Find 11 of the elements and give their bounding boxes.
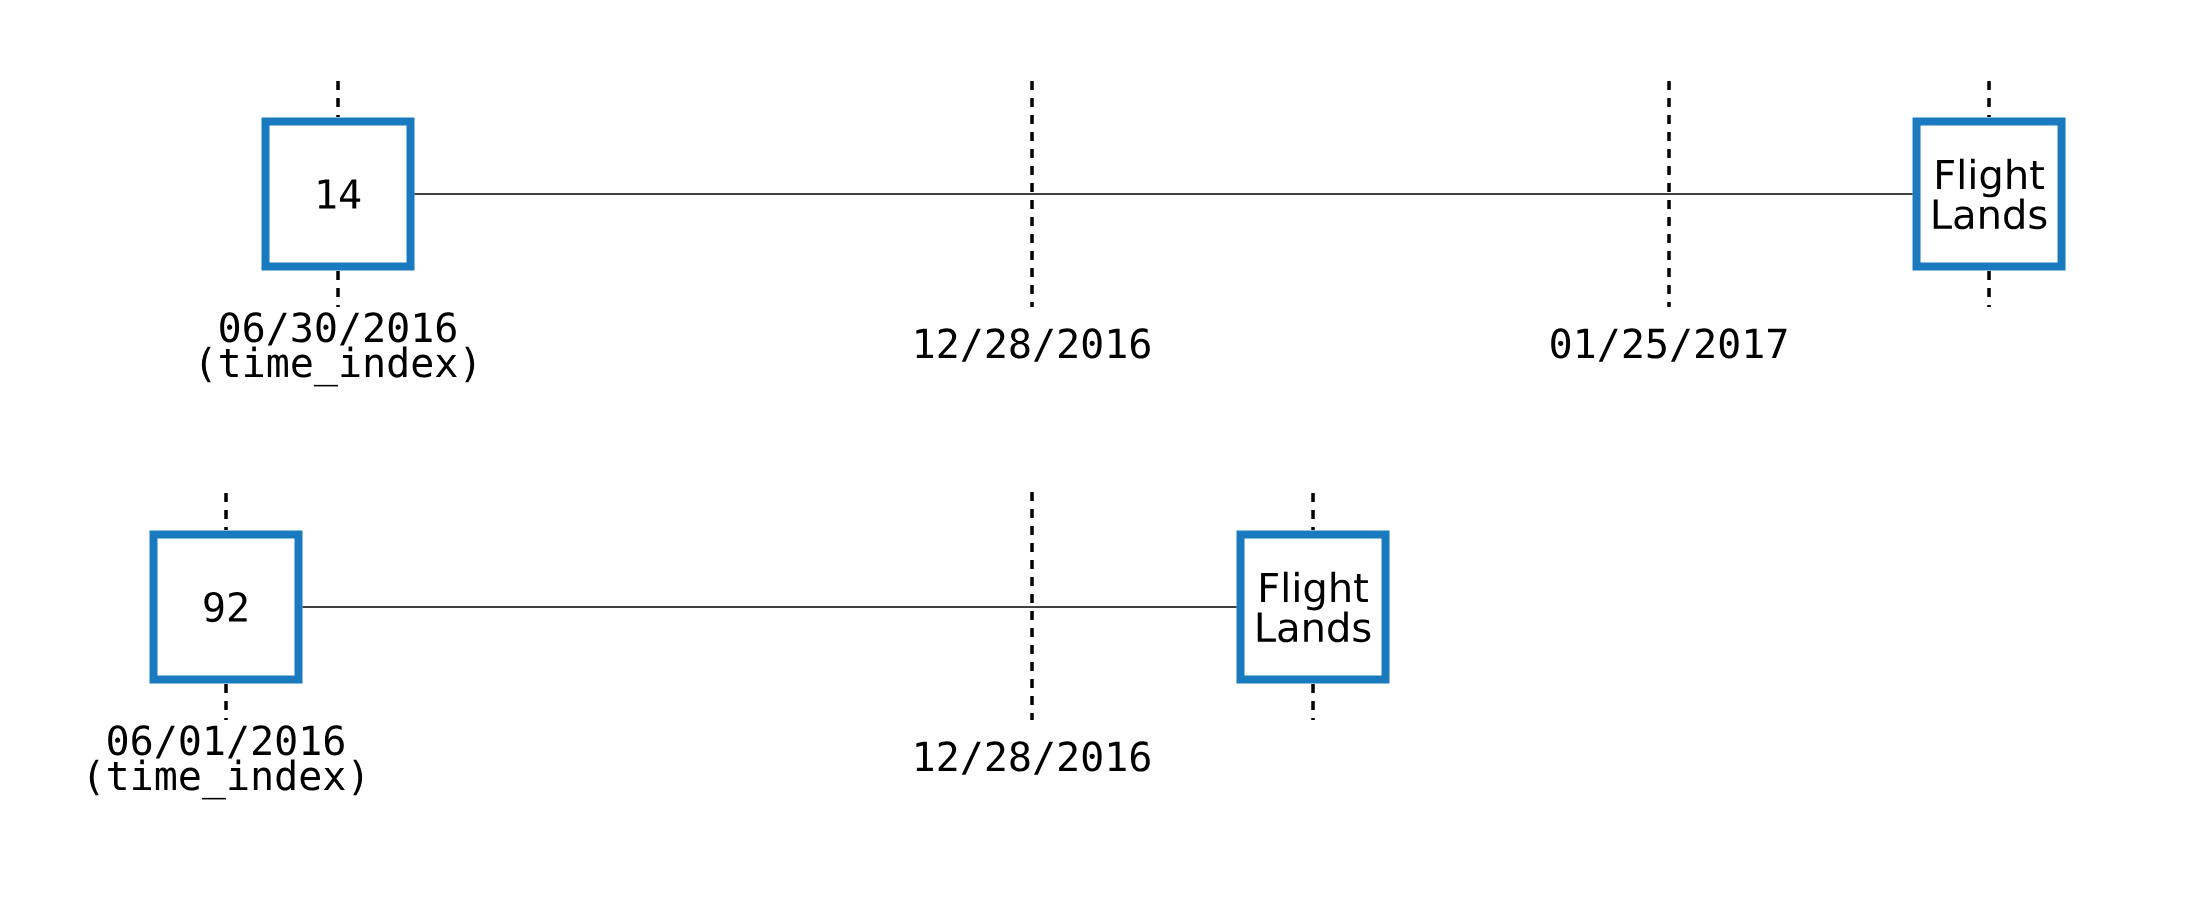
event-box: 14 bbox=[261, 117, 415, 271]
event-box: Flight Lands bbox=[1912, 117, 2066, 271]
date-label: 06/01/2016 (time_index) bbox=[89, 725, 363, 800]
event-box: 92 bbox=[149, 530, 303, 684]
date-label: 01/25/2017 bbox=[1551, 328, 1787, 362]
event-box: Flight Lands bbox=[1236, 530, 1390, 684]
date-label: 12/28/2016 bbox=[916, 328, 1150, 362]
date-label: 06/30/2016 (time_index) bbox=[201, 312, 475, 387]
date-label: 12/28/2016 bbox=[916, 741, 1150, 775]
timeline bbox=[301, 606, 1238, 608]
timeline bbox=[413, 193, 1914, 195]
